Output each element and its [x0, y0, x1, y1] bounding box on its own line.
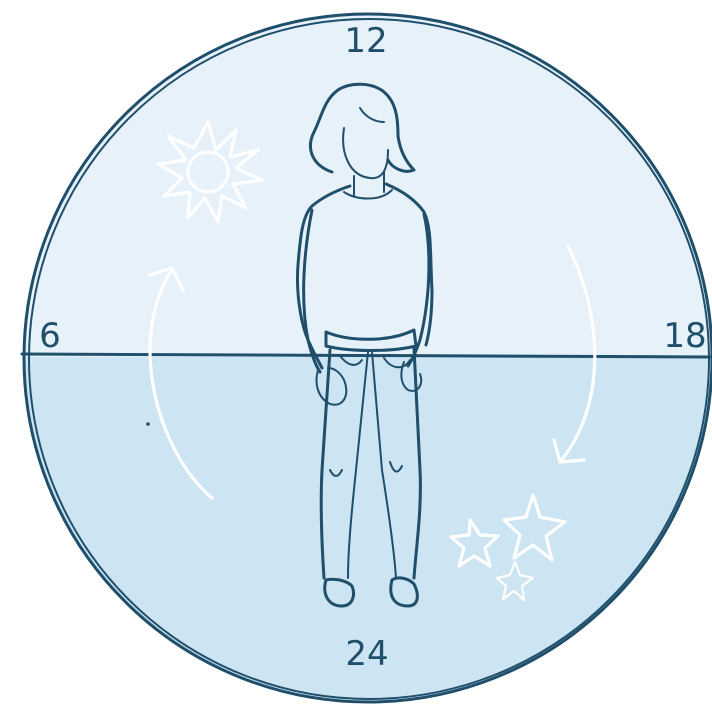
label-18: 18	[663, 316, 706, 356]
sketch-dot	[146, 422, 150, 426]
label-6: 6	[39, 316, 61, 356]
label-12: 12	[344, 21, 387, 61]
label-24: 24	[345, 634, 388, 674]
